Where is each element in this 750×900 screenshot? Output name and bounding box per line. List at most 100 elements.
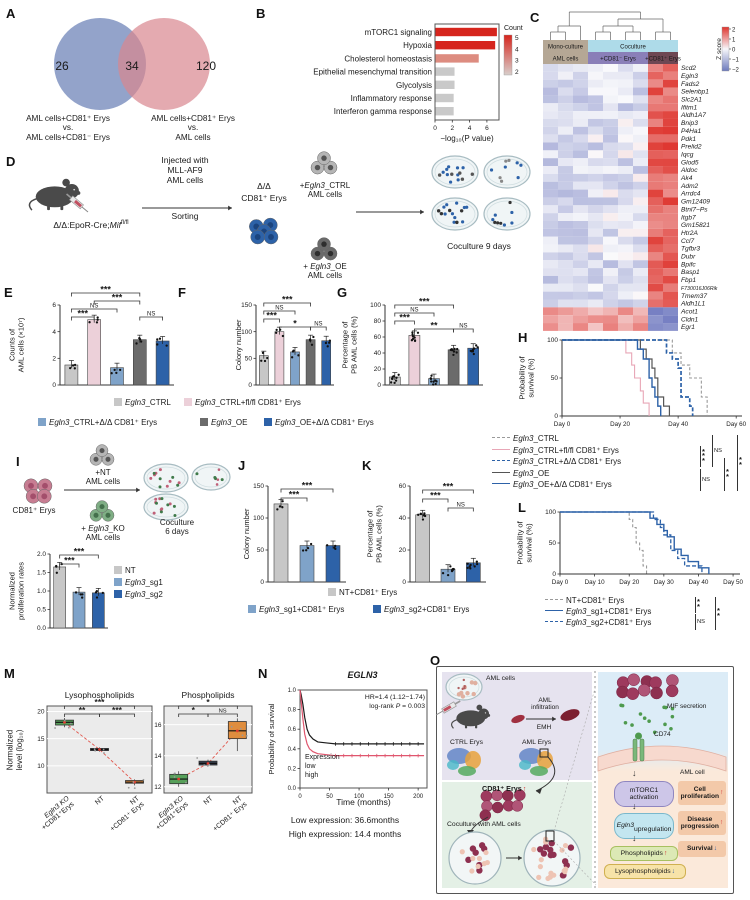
svg-text:Epithelial mesenchymal transit: Epithelial mesenchymal transition bbox=[313, 68, 432, 77]
svg-text:***: *** bbox=[112, 293, 123, 303]
cd81-erys-label: CD81⁺ Erys bbox=[241, 193, 287, 203]
svg-text:NS: NS bbox=[410, 308, 418, 314]
svg-text:Aldoc: Aldoc bbox=[680, 167, 698, 174]
o-phospho-up-arrow-icon: ↑ bbox=[663, 849, 668, 857]
svg-text:***: *** bbox=[430, 491, 441, 501]
significance-bracket: * * * bbox=[700, 446, 705, 467]
o-aml-cell-label: AML cell bbox=[680, 769, 705, 776]
svg-text:Probability of: Probability of bbox=[516, 520, 525, 564]
expression-legend-high: high bbox=[305, 772, 318, 780]
svg-text:F730016J06Rik: F730016J06Rik bbox=[681, 286, 718, 292]
svg-text:1.5: 1.5 bbox=[37, 570, 46, 577]
svg-text:AML cells: AML cells bbox=[553, 57, 579, 63]
svg-text:Egln3 KO+CD81⁺Erys: Egln3 KO+CD81⁺Erys bbox=[36, 795, 76, 832]
svg-text:0.0: 0.0 bbox=[37, 625, 46, 632]
time-axis-label: Time (months) bbox=[336, 797, 391, 807]
svg-text:***: *** bbox=[64, 556, 75, 566]
panel-f-label: F bbox=[178, 285, 186, 300]
svg-text:Day 20: Day 20 bbox=[619, 579, 639, 586]
svg-text:12: 12 bbox=[154, 784, 162, 791]
svg-text:NS: NS bbox=[456, 503, 464, 509]
svg-text:NS: NS bbox=[147, 312, 155, 318]
svg-text:***: *** bbox=[112, 705, 123, 715]
svg-text:20: 20 bbox=[399, 547, 407, 554]
svg-text:Htr2A: Htr2A bbox=[681, 230, 698, 237]
o-phospho-text: Phospholipids bbox=[620, 849, 663, 857]
svg-text:Day 40: Day 40 bbox=[688, 579, 708, 586]
svg-text:Day 40: Day 40 bbox=[668, 421, 688, 428]
cd81-erys-label: CD81⁺ Erys bbox=[12, 506, 56, 515]
o-cd81-label: CD81⁺ Erys↑ bbox=[482, 784, 526, 793]
svg-text:Day 60: Day 60 bbox=[726, 421, 746, 428]
svg-text:Mono-culture: Mono-culture bbox=[548, 45, 584, 51]
branch-top-label: +Egln3_CTRL AML cells bbox=[299, 181, 351, 200]
venn-right-count: 120 bbox=[196, 59, 216, 73]
venn-left-circle bbox=[54, 18, 146, 110]
svg-text:Interferon gamma response: Interferon gamma response bbox=[334, 107, 433, 116]
svg-text:**: ** bbox=[79, 705, 86, 715]
svg-text:0: 0 bbox=[298, 794, 302, 800]
o-aml-erys-label: AML Erys bbox=[522, 739, 552, 746]
svg-text:0.8: 0.8 bbox=[288, 708, 297, 714]
o-mif-label: MIF secretion bbox=[667, 703, 707, 710]
svg-text:Inflammatory response: Inflammatory response bbox=[351, 94, 433, 103]
svg-text:***: *** bbox=[399, 313, 410, 323]
legend-item: Egln3_sg1 bbox=[114, 578, 163, 587]
o-arrow-down-3-icon: ↓ bbox=[632, 833, 637, 843]
svg-text:Day 10: Day 10 bbox=[585, 579, 605, 586]
panel-m-label: M bbox=[4, 666, 15, 681]
o-egln3-pill: Egln3 upregulation bbox=[614, 813, 674, 839]
low-expression-footer: Low expression: 36.6months bbox=[290, 815, 400, 825]
svg-text:0: 0 bbox=[554, 413, 558, 420]
svg-text:Aldh1A7: Aldh1A7 bbox=[680, 112, 706, 119]
svg-text:Arrdc4: Arrdc4 bbox=[680, 191, 701, 198]
svg-text:0.0: 0.0 bbox=[288, 786, 297, 792]
svg-text:2.0: 2.0 bbox=[37, 551, 46, 558]
svg-text:50: 50 bbox=[257, 547, 265, 554]
svg-text:−2: −2 bbox=[732, 68, 740, 74]
svg-text:1.0: 1.0 bbox=[37, 588, 46, 595]
svg-text:10: 10 bbox=[37, 763, 45, 770]
svg-text:2: 2 bbox=[52, 356, 56, 363]
svg-text:NT: NT bbox=[203, 795, 215, 807]
survival-legend-item: Egln3_sg1+CD81⁺ Erys bbox=[545, 607, 651, 616]
significance-bracket: * * bbox=[695, 597, 700, 613]
svg-text:Itgb7: Itgb7 bbox=[681, 214, 696, 221]
panel-e-label: E bbox=[4, 285, 13, 300]
panel-h-label: H bbox=[518, 330, 528, 345]
svg-text:0.6: 0.6 bbox=[288, 727, 297, 733]
svg-text:Percentage of: Percentage of bbox=[366, 510, 375, 558]
logrank-annotation: log-rank P = 0.003 bbox=[369, 703, 425, 710]
svg-text:Basp1: Basp1 bbox=[681, 269, 700, 276]
svg-text:mTORC1 signaling: mTORC1 signaling bbox=[365, 28, 432, 37]
svg-text:level (log₁₀): level (log₁₀) bbox=[15, 729, 24, 770]
svg-text:Egln3: Egln3 bbox=[681, 73, 698, 80]
svg-text:Normalized: Normalized bbox=[8, 572, 17, 610]
svg-text:Cholesterol homeostasis: Cholesterol homeostasis bbox=[344, 54, 432, 63]
svg-text:Egr1: Egr1 bbox=[681, 324, 695, 331]
o-arrow-down-1-icon: ↓ bbox=[632, 768, 637, 778]
svg-text:**: ** bbox=[430, 321, 438, 331]
venn-right-label: AML cells+CD81⁺ Erys vs. AML cells bbox=[151, 114, 235, 142]
svg-text:AML cells (×10⁷): AML cells (×10⁷) bbox=[17, 317, 26, 372]
delta-label: Δ/Δ bbox=[257, 181, 271, 191]
svg-text:100: 100 bbox=[354, 794, 365, 800]
o-coculture-label: Coculture with AML cells bbox=[447, 821, 521, 828]
svg-text:100: 100 bbox=[545, 509, 556, 516]
svg-text:15: 15 bbox=[37, 736, 45, 743]
svg-text:0: 0 bbox=[260, 579, 264, 586]
panel-n-label: N bbox=[258, 666, 268, 681]
mouse-label-sup: fl/fl bbox=[120, 220, 129, 226]
o-lyso-down-arrow-icon: ↓ bbox=[671, 867, 676, 875]
survival-legend-item: Egln3_OE+Δ/Δ CD81⁺ Erys bbox=[492, 480, 612, 489]
